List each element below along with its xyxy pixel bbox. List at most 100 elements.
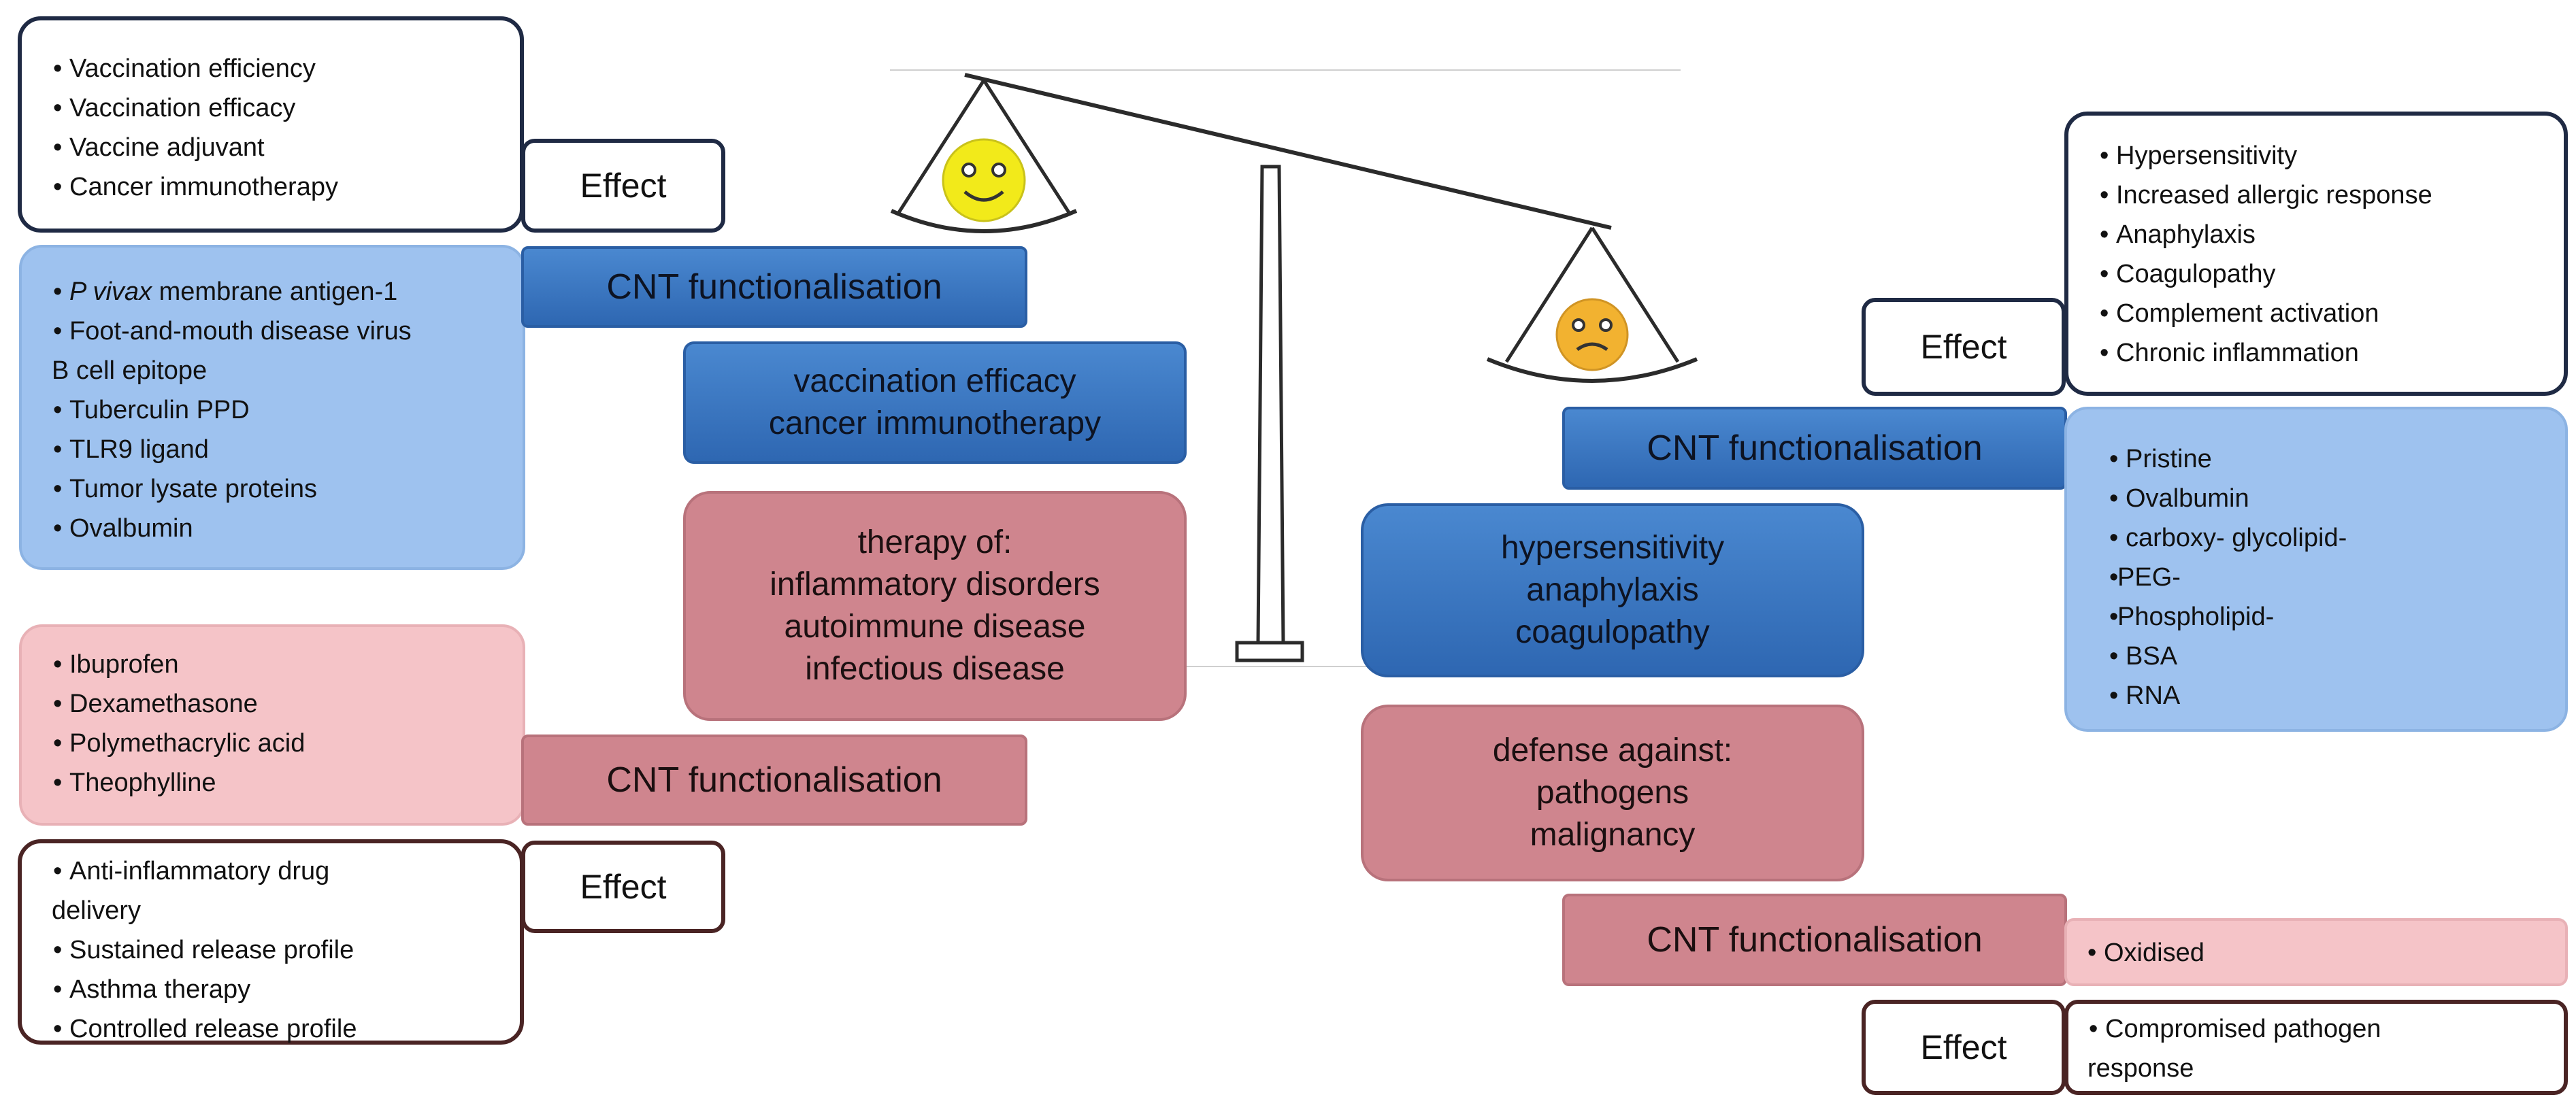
list-item: Vaccine adjuvant xyxy=(52,128,520,167)
vaccination-outcome-text: vaccination efficacy cancer immunotherap… xyxy=(769,360,1101,445)
outcome-line: malignancy xyxy=(1530,817,1696,853)
list-item: Asthma therapy xyxy=(52,970,520,1009)
effect-label-bottom-left: Effect xyxy=(521,841,725,933)
list-item: TLR9 ligand xyxy=(52,430,523,469)
list-item: Compromised pathogen xyxy=(2087,1009,2564,1049)
list-item: Tumor lysate proteins xyxy=(52,469,523,509)
list-item: Ibuprofen xyxy=(52,645,523,684)
therapy-outcome-text: therapy of: inflammatory disorders autoi… xyxy=(770,522,1100,690)
list-item: Chronic inflammation xyxy=(2098,333,2564,373)
vaccine-effects-box: Vaccination efficiency Vaccination effic… xyxy=(18,16,524,233)
list-item: Coagulopathy xyxy=(2098,254,2564,294)
list-item: Hypersensitivity xyxy=(2098,136,2564,175)
list-item: Foot-and-mouth disease virus xyxy=(52,311,523,351)
list-item-italic: P vivax xyxy=(69,277,152,306)
cnt-functionalisation-pink-left: CNT functionalisation xyxy=(521,735,1027,826)
vaccination-outcome-box: vaccination efficacy cancer immunotherap… xyxy=(683,341,1187,464)
left-pan-string-left xyxy=(896,79,986,215)
outcome-line: vaccination efficacy xyxy=(793,363,1076,399)
functionalisation-list-box: Pristine Ovalbumin carboxy- glycolipid- … xyxy=(2064,407,2568,732)
drug-list-box: Ibuprofen Dexamethasone Polymethacrylic … xyxy=(19,624,525,826)
drug-list: Ibuprofen Dexamethasone Polymethacrylic … xyxy=(52,645,523,803)
effect-label-top-right: Effect xyxy=(1862,298,2066,396)
effect-label-top-left: Effect xyxy=(521,139,725,233)
functionalisation-list: Pristine Ovalbumin carboxy- glycolipid- … xyxy=(2108,439,2565,715)
oxidised-list: Oxidised xyxy=(2086,933,2565,973)
cnt-functionalisation-label: CNT functionalisation xyxy=(606,267,942,307)
effect-label-text: Effect xyxy=(1920,1028,2007,1066)
outcome-line: inflammatory disorders xyxy=(770,567,1100,603)
adverse-effects-list: Hypersensitivity Increased allergic resp… xyxy=(2098,136,2564,373)
list-item: Sustained release profile xyxy=(52,930,520,970)
list-item: Dexamethasone xyxy=(52,684,523,724)
list-item-text: membrane antigen-1 xyxy=(152,277,398,306)
list-item: B cell epitope xyxy=(52,356,208,385)
cnt-functionalisation-label: CNT functionalisation xyxy=(1647,428,1983,468)
right-pan-string-left xyxy=(1504,226,1594,363)
vaccine-effects-list: Vaccination efficiency Vaccination effic… xyxy=(52,49,520,207)
list-item: Increased allergic response xyxy=(2098,175,2564,215)
list-item: Phospholipid- xyxy=(2108,597,2565,637)
list-item: Vaccination efficiency xyxy=(52,49,520,88)
list-item: Cancer immunotherapy xyxy=(52,167,520,207)
outcome-line: coagulopathy xyxy=(1515,614,1710,650)
outcome-line: hypersensitivity xyxy=(1500,530,1725,566)
scale-pillar xyxy=(1256,165,1285,645)
left-pan-string-right xyxy=(982,79,1072,215)
cnt-functionalisation-blue-right: CNT functionalisation xyxy=(1562,407,2067,490)
antigen-list-box: P vivax membrane antigen-1 Foot-and-mout… xyxy=(19,245,525,570)
outcome-line: anaphylaxis xyxy=(1526,572,1699,608)
list-item: Anti-inflammatory drug xyxy=(52,851,520,891)
outcome-line: cancer immunotherapy xyxy=(768,405,1102,441)
list-item: BSA xyxy=(2108,637,2565,676)
cnt-functionalisation-label: CNT functionalisation xyxy=(1647,920,1983,960)
outcome-line: pathogens xyxy=(1536,775,1689,811)
list-item: Tuberculin PPD xyxy=(52,390,523,430)
happy-face-icon xyxy=(942,138,1026,222)
antigen-list: P vivax membrane antigen-1 Foot-and-mout… xyxy=(52,272,523,548)
list-item: Anaphylaxis xyxy=(2098,215,2564,254)
list-item: P vivax membrane antigen-1 xyxy=(52,272,523,311)
list-item: response xyxy=(2087,1054,2194,1083)
right-pan-string-right xyxy=(1590,226,1680,363)
outcome-line: therapy of: xyxy=(857,524,1012,560)
list-item: RNA xyxy=(2108,676,2565,715)
list-item: Controlled release profile xyxy=(52,1009,520,1049)
list-item: delivery xyxy=(52,896,141,925)
sad-face-icon xyxy=(1555,298,1629,371)
defense-outcome-text: defense against: pathogens malignancy xyxy=(1493,730,1732,856)
right-pan xyxy=(1486,357,1698,383)
hypersensitivity-outcome-text: hypersensitivity anaphylaxis coagulopath… xyxy=(1501,527,1724,654)
list-item: carboxy- glycolipid- xyxy=(2108,518,2565,558)
list-item: Complement activation xyxy=(2098,294,2564,333)
compromised-box: Compromised pathogen response xyxy=(2064,1000,2568,1095)
drug-effects-list: Anti-inflammatory drug delivery Sustaine… xyxy=(52,851,520,1049)
outcome-line: autoimmune disease xyxy=(784,609,1086,645)
list-item: Oxidised xyxy=(2086,933,2565,973)
cnt-functionalisation-blue-left: CNT functionalisation xyxy=(521,246,1027,328)
outcome-line: infectious disease xyxy=(805,651,1065,687)
effect-label-text: Effect xyxy=(580,167,667,205)
cnt-functionalisation-label: CNT functionalisation xyxy=(606,760,942,800)
list-item: Pristine xyxy=(2108,439,2565,479)
effect-label-text: Effect xyxy=(580,868,667,906)
hypersensitivity-outcome-box: hypersensitivity anaphylaxis coagulopath… xyxy=(1361,503,1864,677)
oxidised-box: Oxidised xyxy=(2064,918,2568,986)
list-item: Polymethacrylic acid xyxy=(52,724,523,763)
adverse-effects-box: Hypersensitivity Increased allergic resp… xyxy=(2064,112,2568,396)
list-item: PEG- xyxy=(2108,558,2565,597)
outcome-line: defense against: xyxy=(1492,732,1733,769)
defense-outcome-box: defense against: pathogens malignancy xyxy=(1361,705,1864,881)
compromised-list: Compromised pathogen response xyxy=(2087,1009,2564,1088)
list-item: Theophylline xyxy=(52,763,523,803)
therapy-outcome-box: therapy of: inflammatory disorders autoi… xyxy=(683,491,1187,721)
list-item: Vaccination efficacy xyxy=(52,88,520,128)
scale-base xyxy=(1235,641,1304,662)
drug-effects-box: Anti-inflammatory drug delivery Sustaine… xyxy=(18,839,524,1049)
cnt-functionalisation-pink-right: CNT functionalisation xyxy=(1562,894,2067,986)
effect-label-bottom-right: Effect xyxy=(1862,1000,2066,1095)
scale-beam xyxy=(964,73,1612,230)
left-pan xyxy=(890,209,1078,233)
list-item: Ovalbumin xyxy=(52,509,523,548)
